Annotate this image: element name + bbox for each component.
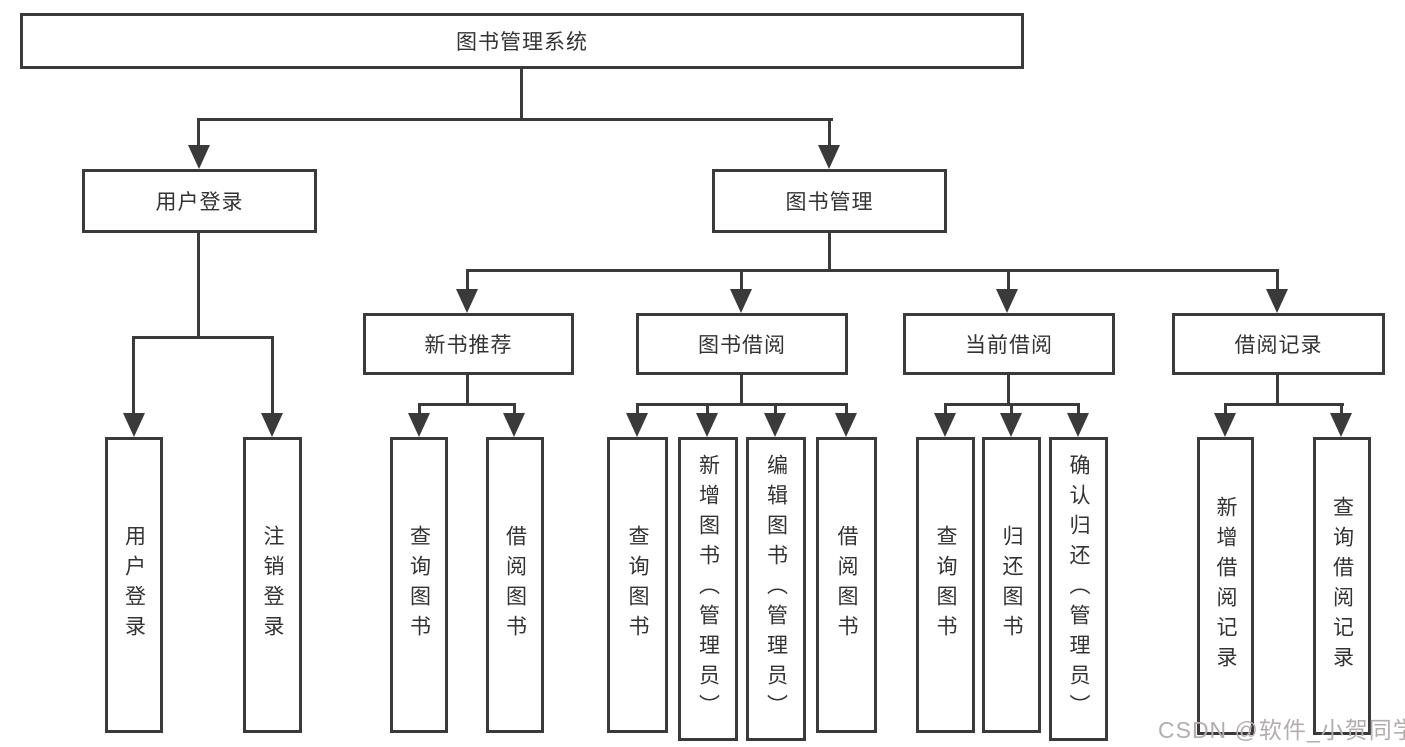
connector: [1276, 269, 1279, 291]
connector: [132, 336, 135, 416]
connector: [740, 375, 743, 405]
connector: [740, 269, 743, 291]
connector: [845, 403, 848, 415]
connector: [774, 403, 777, 415]
connector: [1340, 403, 1343, 415]
leaf-borrow-books: 借阅图书: [816, 437, 877, 733]
arrow-down-icon: [818, 145, 840, 169]
arrow-down-icon: [123, 413, 145, 437]
connector: [1007, 269, 1010, 291]
connector: [944, 403, 947, 415]
connector: [1077, 403, 1080, 415]
connector: [418, 403, 516, 406]
connector: [828, 233, 831, 272]
connector: [1007, 375, 1010, 405]
connector: [1224, 403, 1227, 415]
node-current-borrowing: 当前借阅: [903, 313, 1115, 375]
arrow-down-icon: [934, 413, 956, 437]
connector: [271, 336, 274, 416]
leaf-query-books: 查询图书: [916, 437, 975, 733]
arrow-down-icon: [503, 413, 525, 437]
node-book-borrowing: 图书借阅: [636, 313, 848, 375]
arrow-down-icon: [1067, 413, 1089, 437]
connector: [706, 403, 709, 415]
leaf-confirm-return-admin: 确认归还（管理员）: [1049, 437, 1108, 741]
leaf-query-borrow-record: 查询借阅记录: [1313, 437, 1371, 735]
connector: [197, 118, 200, 148]
connector: [1224, 403, 1344, 406]
arrow-down-icon: [1214, 413, 1236, 437]
arrow-down-icon: [1330, 413, 1352, 437]
connector: [132, 336, 274, 339]
node-borrowing-records: 借阅记录: [1172, 313, 1385, 375]
leaf-user-login: 用户登录: [105, 437, 163, 733]
arrow-down-icon: [188, 145, 210, 169]
arrow-down-icon: [835, 413, 857, 437]
leaf-add-book-admin: 新增图书（管理员）: [678, 437, 738, 741]
connector: [520, 69, 523, 121]
connector: [197, 233, 200, 339]
watermark: CSDN @软件_小贺同学: [1158, 717, 1405, 743]
arrow-down-icon: [1000, 413, 1022, 437]
connector: [466, 375, 469, 405]
connector: [197, 118, 833, 121]
connector: [1276, 375, 1279, 405]
node-library-system: 图书管理系统: [20, 13, 1024, 69]
leaf-edit-book-admin: 编辑图书（管理员）: [746, 437, 806, 741]
leaf-query-books: 查询图书: [607, 437, 668, 733]
connector: [418, 403, 421, 415]
node-new-book-recommendation: 新书推荐: [363, 313, 574, 375]
connector: [828, 118, 831, 148]
arrow-down-icon: [261, 413, 283, 437]
arrow-down-icon: [408, 413, 430, 437]
leaf-add-borrow-record: 新增借阅记录: [1197, 437, 1254, 735]
connector: [513, 403, 516, 415]
connector: [1010, 403, 1013, 415]
arrow-down-icon: [1266, 289, 1288, 313]
arrow-down-icon: [626, 413, 648, 437]
arrow-down-icon: [764, 413, 786, 437]
arrow-down-icon: [456, 289, 478, 313]
leaf-borrow-books: 借阅图书: [486, 437, 544, 733]
leaf-logout: 注销登录: [243, 437, 302, 733]
leaf-return-books: 归还图书: [982, 437, 1041, 733]
leaf-query-books: 查询图书: [390, 437, 448, 733]
node-book-management: 图书管理: [712, 169, 947, 233]
connector: [636, 403, 639, 415]
arrow-down-icon: [730, 289, 752, 313]
node-user-login: 用户登录: [82, 169, 317, 233]
connector: [466, 269, 1279, 272]
connector: [466, 269, 469, 291]
connector: [636, 403, 847, 406]
arrow-down-icon: [696, 413, 718, 437]
arrow-down-icon: [996, 289, 1018, 313]
